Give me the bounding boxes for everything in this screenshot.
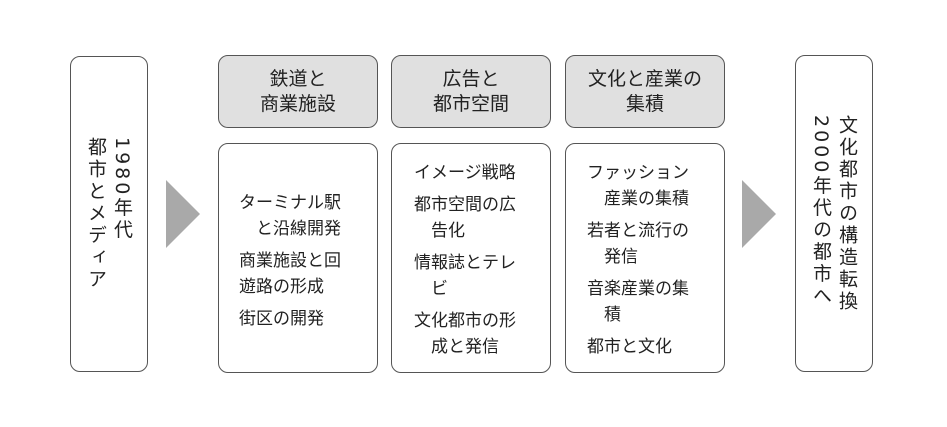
- list-item: ファッション 産業の集積: [587, 163, 689, 209]
- column-header-advertising: 広告と 都市空間: [391, 55, 551, 128]
- list-item: 情報誌とテレ ビ: [414, 253, 516, 299]
- column-header-railway: 鉄道と 商業施設: [218, 55, 378, 128]
- list-item: 都市と文化: [587, 337, 672, 357]
- list-item: 文化都市の形 成と発信: [414, 311, 516, 357]
- column-body-culture: ファッション 産業の集積 若者と流行の 発信 音楽産業の集 積 都市と文化: [565, 143, 725, 373]
- arrow-right-icon: [166, 180, 200, 248]
- list-item: 商業施設と回 遊路の形成: [239, 251, 341, 297]
- arrow-right-icon: [742, 180, 776, 248]
- list-item: 都市空間の広 告化: [414, 195, 516, 241]
- column-body-advertising: イメージ戦略 都市空間の広 告化 情報誌とテレ ビ 文化都市の形 成と発信: [391, 143, 551, 373]
- list-item: ターミナル駅 と沿線開発: [239, 193, 341, 239]
- left-box-1980s: 1980年代 都市とメディア: [70, 56, 148, 372]
- list-item: 音楽産業の集 積: [587, 279, 689, 325]
- column-header-culture: 文化と産業の 集積: [565, 55, 725, 128]
- column-body-railway: ターミナル駅 と沿線開発 商業施設と回 遊路の形成 街区の開発: [218, 143, 378, 373]
- right-box-text: 文化都市の構造転換 2000年代の都市へ: [810, 114, 858, 313]
- list-item: イメージ戦略: [414, 163, 516, 183]
- left-box-text: 1980年代 都市とメディア: [85, 137, 133, 291]
- right-box-2000s: 文化都市の構造転換 2000年代の都市へ: [795, 55, 873, 372]
- list-item: 若者と流行の 発信: [587, 221, 689, 267]
- list-item: 街区の開発: [239, 309, 324, 329]
